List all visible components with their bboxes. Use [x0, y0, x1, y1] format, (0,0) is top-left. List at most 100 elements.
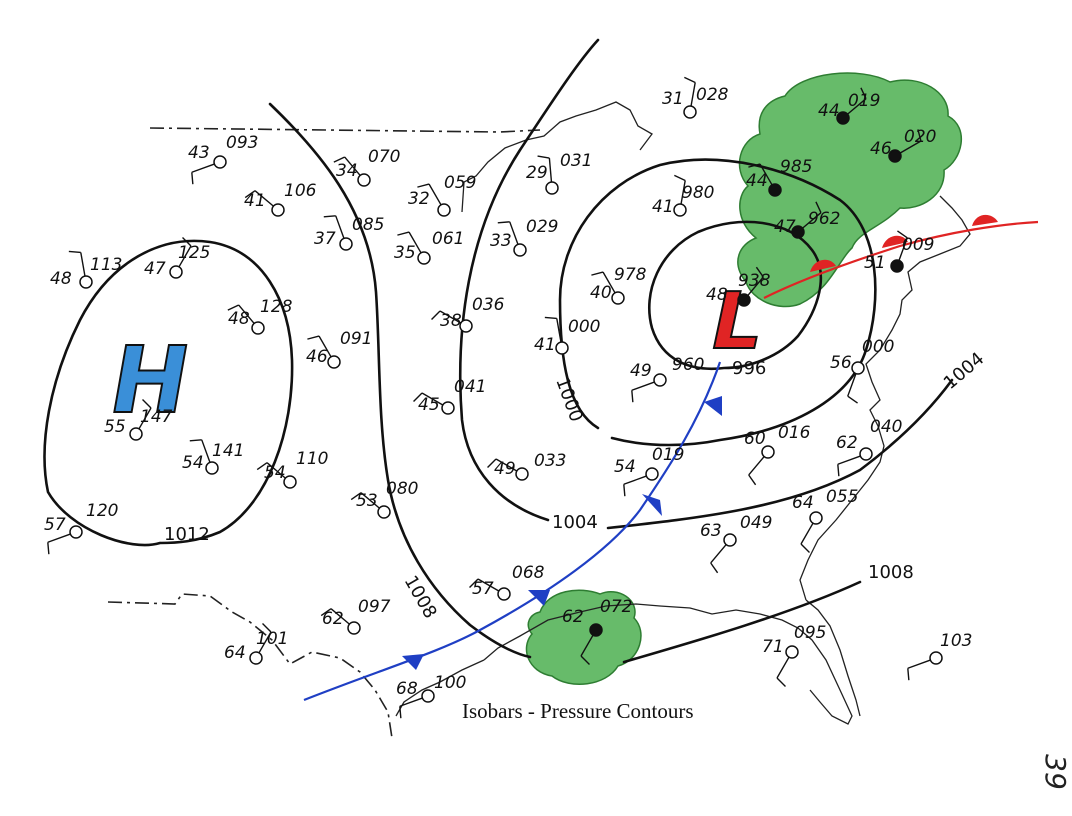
station-temp: 49	[494, 459, 516, 479]
station-pressure: 033	[534, 451, 566, 471]
station-temp: 68	[396, 679, 418, 699]
station-model	[683, 76, 697, 119]
station-circle-clear	[79, 275, 93, 289]
wind-barb	[318, 335, 332, 358]
precip-area-northeast	[737, 72, 963, 308]
wind-barb-feather	[189, 439, 202, 442]
wind-barb	[138, 407, 152, 430]
station-model	[847, 361, 865, 404]
wind-barb	[258, 631, 272, 654]
station-circle-clear	[251, 321, 265, 335]
wind-barb	[495, 458, 518, 472]
station-pressure: 985	[780, 157, 812, 177]
station-circle-clear	[515, 467, 529, 481]
wind-barb-feather	[320, 608, 332, 617]
warm-front-pip	[972, 214, 998, 226]
station-circle-clear	[545, 181, 559, 195]
wind-barb-feather	[262, 623, 272, 633]
station-temp: 64	[792, 493, 814, 513]
wind-barb	[509, 221, 519, 245]
station-pressure: 095	[794, 623, 826, 643]
station-model	[227, 304, 265, 335]
station-model	[623, 467, 659, 497]
page-number: 39	[1039, 754, 1072, 790]
station-temp: 41	[244, 191, 266, 211]
wind-barb-feather	[800, 543, 810, 553]
station-model	[191, 155, 227, 185]
station-temp: 41	[534, 335, 556, 355]
wind-barb	[898, 237, 908, 261]
precipitation-areas	[525, 72, 963, 686]
station-circle-clear	[169, 265, 183, 279]
station-temp: 44	[746, 171, 768, 191]
station-model	[748, 445, 775, 486]
station-model	[837, 447, 873, 477]
station-pressure: 093	[226, 133, 258, 153]
station-temp: 54	[182, 453, 204, 473]
isobar-1008-west	[268, 102, 532, 659]
wind-barb-feather	[487, 458, 497, 468]
station-temp: 49	[630, 361, 652, 381]
isobar-label-1000: 1000	[551, 375, 586, 425]
station-temp: 43	[188, 143, 210, 163]
station-model	[189, 439, 219, 475]
station-model	[580, 623, 603, 665]
station-model	[249, 623, 272, 665]
station-temp: 54	[614, 457, 636, 477]
isobar-label-1008-west: 1008	[400, 572, 441, 622]
wind-barb-feather	[591, 271, 604, 276]
warm-front-pip	[810, 259, 836, 272]
wind-barb	[238, 304, 255, 324]
station-model	[333, 156, 371, 187]
wind-barb-feather	[413, 392, 423, 402]
station-pressure: 100	[434, 673, 466, 693]
station-circle-clear	[459, 319, 473, 333]
station-temp: 57	[44, 515, 66, 535]
wind-barb	[802, 212, 822, 229]
wind-barb-feather	[748, 163, 761, 168]
station-temp: 29	[526, 163, 548, 183]
wind-barb	[631, 381, 655, 391]
wind-barb	[178, 245, 192, 268]
station-temp: 48	[228, 309, 250, 329]
wind-barb	[335, 215, 345, 239]
station-pressure: 019	[848, 91, 880, 111]
station-pressure: 147	[140, 407, 173, 427]
wind-barb-feather	[397, 231, 410, 236]
station-circle-clear	[673, 203, 687, 217]
fronts	[303, 214, 1039, 702]
station-pressure: 009	[902, 235, 934, 255]
isobar-1004-east	[606, 378, 954, 530]
wind-barb	[428, 183, 442, 206]
wind-barb	[747, 276, 764, 296]
wind-barb-feather	[469, 578, 479, 588]
station-model	[469, 578, 511, 601]
station-pressure: 020	[904, 127, 936, 147]
station-circle-overcast	[589, 623, 603, 637]
coastlines	[395, 101, 971, 725]
wind-barb-feather	[580, 655, 590, 665]
station-circle-overcast	[768, 183, 782, 197]
station-temp: 45	[418, 395, 440, 415]
station-circle-overcast	[791, 225, 805, 239]
station-circle-clear	[851, 361, 865, 375]
wind-barb	[776, 656, 790, 679]
station-circle-clear	[859, 447, 873, 461]
wind-barb	[548, 158, 553, 183]
station-model	[417, 183, 451, 217]
wind-barb-feather	[815, 201, 822, 214]
isobar-996	[647, 220, 823, 371]
station-model	[307, 335, 341, 369]
station-temp: 60	[744, 429, 766, 449]
warm-front	[763, 220, 1039, 299]
station-temp: 46	[870, 139, 892, 159]
canada-border	[149, 127, 541, 133]
station-model	[748, 163, 782, 197]
station-circle-clear	[645, 467, 659, 481]
station-temp: 34	[336, 161, 358, 181]
wind-barb	[680, 180, 686, 205]
station-circle-clear	[69, 525, 83, 539]
gulf-coast	[483, 603, 853, 725]
station-temp: 62	[562, 607, 584, 627]
